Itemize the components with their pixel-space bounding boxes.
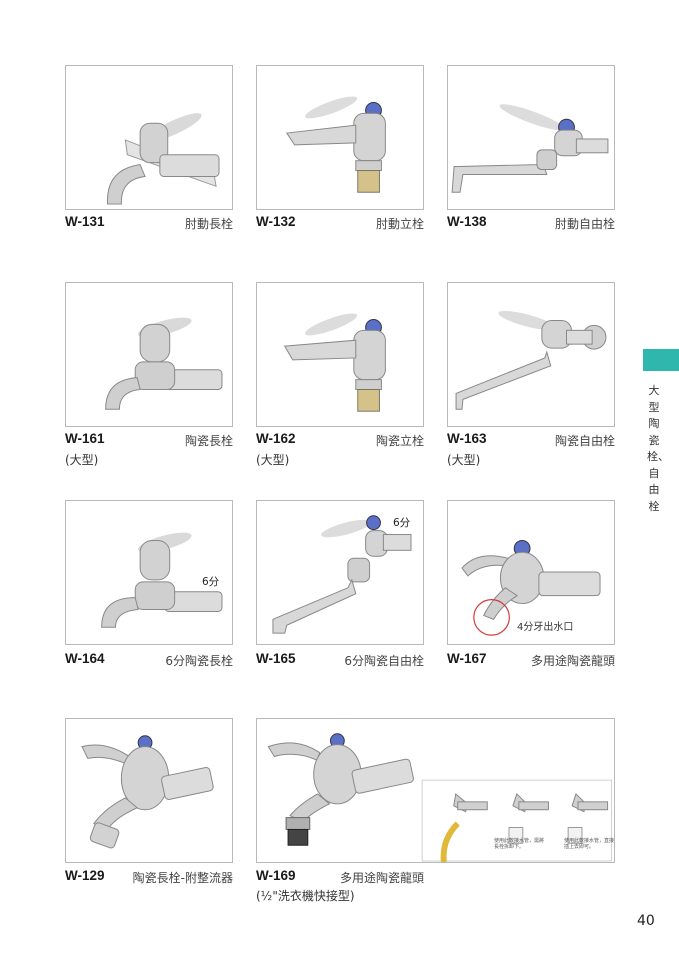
faucet-long-icon [105, 317, 223, 410]
section-tab [643, 349, 679, 371]
name-w129: 陶瓷長栓-附整流器 [132, 871, 233, 885]
model-w129: W-129 [65, 868, 105, 883]
faucet-long-icon [101, 532, 223, 628]
name-w169: 多用途陶瓷龍頭 [339, 871, 424, 885]
model-w162: W-162 [256, 431, 296, 446]
sub-w161: (大型) [65, 453, 99, 467]
faucet-washer-quick-connect-icon [267, 733, 613, 862]
model-w164: W-164 [65, 651, 105, 666]
outlet-callout-w167: 4分牙出水口 [517, 622, 574, 633]
faucet-swivel-icon [455, 310, 607, 410]
faucet-swivel-icon [451, 104, 609, 193]
sub-w169: (½"洗衣機快接型) [256, 889, 355, 903]
name-w161: 陶瓷長栓 [184, 434, 233, 448]
faucet-multipurpose-icon [461, 539, 601, 636]
faucet-basin-icon [285, 96, 386, 193]
model-w167: W-167 [447, 651, 487, 666]
faucet-aerator-icon [81, 735, 214, 849]
name-w165: 6分陶瓷自由栓 [344, 654, 424, 668]
faucet-long-icon [107, 113, 220, 205]
page-number: 40 [637, 913, 655, 929]
sub-w162: (大型) [256, 453, 290, 467]
note-w169-1: 使用此軟接水管，需將長栓拆卸下。 [494, 838, 545, 850]
model-w163: W-163 [447, 431, 487, 446]
faucet-basin-icon [283, 313, 386, 412]
size-tag-w165: 6分 [393, 517, 411, 529]
name-w132: 肘動立栓 [375, 217, 424, 231]
product-image-w161 [65, 282, 233, 427]
name-w162: 陶瓷立栓 [375, 434, 424, 448]
model-w165: W-165 [256, 651, 296, 666]
model-w132: W-132 [256, 214, 296, 229]
product-image-w132 [256, 65, 424, 210]
model-w161: W-161 [65, 431, 105, 446]
name-w163: 陶瓷自由栓 [554, 434, 615, 448]
name-w131: 肘動長栓 [184, 217, 233, 231]
size-tag-w164: 6分 [202, 576, 220, 588]
product-image-w131 [65, 65, 233, 210]
product-image-w165 [256, 500, 424, 645]
model-w138: W-138 [447, 214, 487, 229]
model-w131: W-131 [65, 214, 105, 229]
note-w169-2: 使用此軟接水管，直接插上去即可。 [564, 838, 615, 850]
product-image-w162 [256, 282, 424, 427]
product-image-w163 [447, 282, 615, 427]
name-w167: 多用途陶瓷龍頭 [530, 654, 615, 668]
section-label: 大型陶瓷栓、自由栓 [647, 384, 669, 513]
product-image-w167 [447, 500, 615, 645]
product-image-w169 [256, 718, 615, 863]
product-image-w164 [65, 500, 233, 645]
product-image-w129 [65, 718, 233, 863]
sub-w163: (大型) [447, 453, 481, 467]
name-w138: 肘動自由栓 [554, 217, 615, 231]
model-w169: W-169 [256, 868, 296, 883]
product-image-w138 [447, 65, 615, 210]
faucet-swivel-icon [272, 515, 412, 634]
name-w164: 6分陶瓷長栓 [165, 654, 233, 668]
